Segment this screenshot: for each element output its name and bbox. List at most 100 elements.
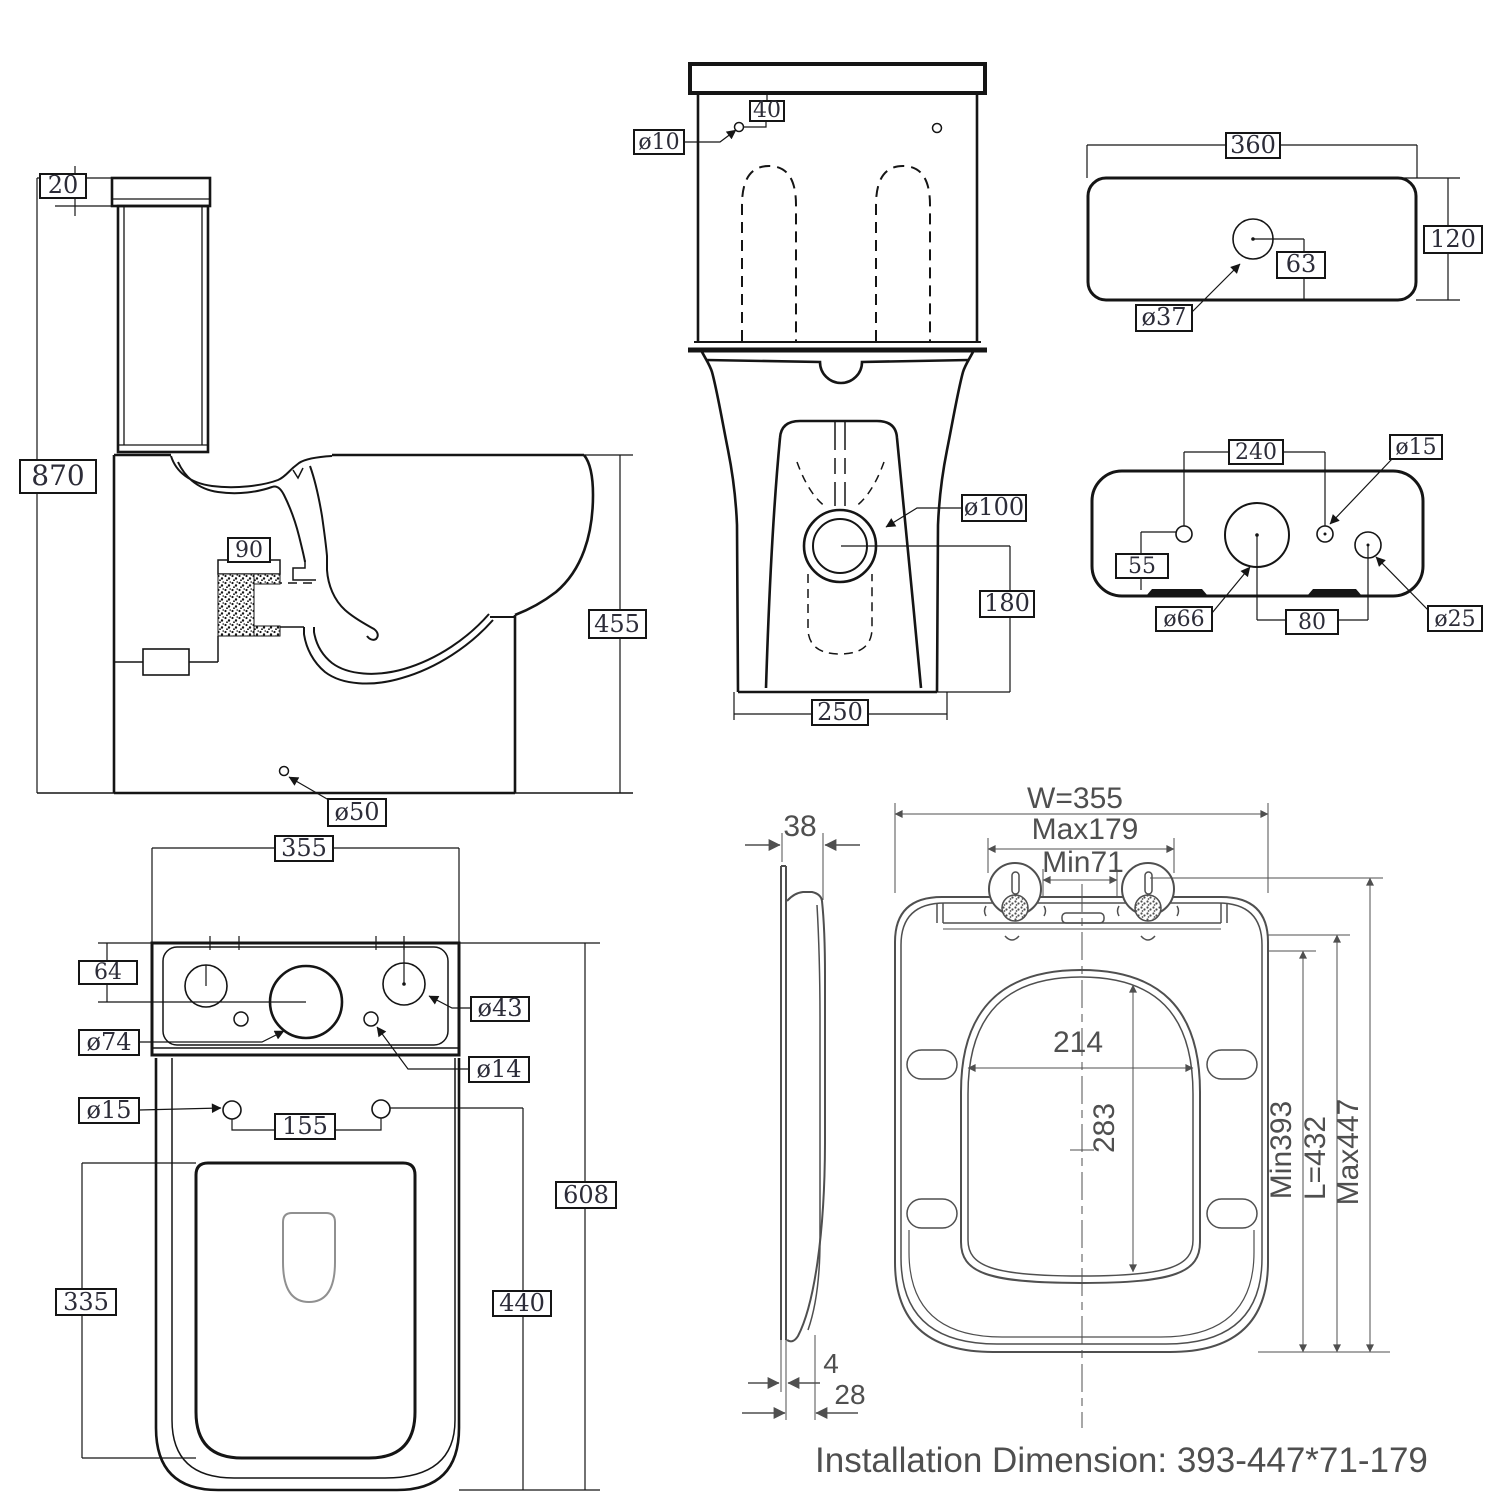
dim-360-box: [1225, 132, 1281, 159]
cistern-lid-front: [688, 62, 987, 95]
dim-15-box: [1389, 434, 1443, 460]
fixing-lug: [142, 648, 190, 676]
float-guide-left: [741, 164, 797, 341]
lid-fixing-hole-right: [931, 122, 943, 134]
dim-43-label: ø43: [478, 994, 523, 1022]
bumper-top-left: [906, 1049, 958, 1080]
dim-80-box: [1285, 609, 1339, 635]
dim-64-label: 64: [94, 960, 122, 985]
dim-440-label: 440: [499, 1289, 545, 1317]
water-spot: [282, 1212, 336, 1304]
seat-view: 38 4 28: [742, 782, 1390, 1428]
drain-hole: [278, 765, 290, 777]
seat-side-profile: 38 4 28: [742, 810, 866, 1420]
dim-min393-label: Min393: [1265, 1101, 1298, 1199]
dim-283-label: 283: [1088, 1103, 1121, 1153]
dim-55-box: [1115, 553, 1169, 579]
dim-37-box: [1135, 304, 1193, 332]
dim-14-box: [468, 1056, 530, 1083]
dim-40-label: 40: [753, 98, 781, 123]
dim-240-label: 240: [1235, 440, 1277, 465]
hinge-screw-right: [1134, 894, 1162, 922]
dim-50-label: ø50: [335, 798, 380, 826]
cistern-underside-view: 240 ø15 55 ø66 80 ø25: [1090, 434, 1483, 635]
dim-335-box: [55, 1288, 117, 1316]
hole-small-left: [1175, 525, 1193, 543]
dim-20-label: 20: [48, 171, 79, 199]
dim-14-label: ø14: [477, 1055, 522, 1083]
dim-20-box: [39, 173, 87, 199]
front-view: 40 ø10 ø100 180 250: [633, 62, 1035, 726]
dim-15b-label: ø15: [87, 1096, 132, 1124]
pedestal-outline: [699, 349, 976, 694]
dim-74-box: [78, 1029, 140, 1056]
bumper-bottom-right: [1206, 1198, 1258, 1229]
bumper-bottom-left: [906, 1198, 958, 1229]
dim-120-label: 120: [1430, 225, 1476, 253]
dim-608-label: 608: [563, 1181, 609, 1209]
small-hole-left: [233, 1011, 249, 1027]
seat-opening-inner: [967, 976, 1194, 1277]
dim-50-box: [327, 798, 387, 827]
dim-90-label: 90: [235, 538, 263, 563]
dim-74-label: ø74: [87, 1028, 132, 1056]
seat-opening-outer: [960, 968, 1201, 1285]
dim-15-label: ø15: [1395, 435, 1436, 460]
dim-15b-box: [78, 1097, 140, 1124]
dim-455-box: [588, 609, 647, 639]
dim-870-box: [19, 459, 97, 494]
dim-w355-label: W=355: [1027, 782, 1123, 815]
bumper-top-right: [1206, 1049, 1258, 1080]
dim-63-label: 63: [1286, 250, 1317, 278]
bowl-interior-front: [796, 421, 885, 655]
dim-155-label: 155: [282, 1112, 328, 1140]
cistern-lid-side: [110, 176, 212, 208]
installation-dimension-note: Installation Dimension: 393-447*71-179: [815, 1441, 1428, 1480]
bowl-outline-plan: [154, 1058, 461, 1492]
small-hole-right: [363, 1011, 379, 1027]
foot-pad-right: [1307, 589, 1362, 596]
dim-100-box: [961, 494, 1027, 522]
dim-66-label: ø66: [1163, 607, 1204, 632]
cistern-tank-side: [116, 204, 210, 454]
dim-55-label: 55: [1128, 554, 1156, 579]
dim-64-box: [78, 960, 138, 985]
dim-214-label: 214: [1053, 1026, 1103, 1059]
dim-360-label: 360: [1230, 131, 1276, 159]
dim-90-box: [227, 537, 271, 563]
seat-outline-inner: [900, 902, 1263, 1345]
dim-43-box: [470, 996, 530, 1022]
dim-100-label: ø100: [964, 493, 1024, 521]
seat-outline-outer: [894, 896, 1269, 1353]
dim-max179-label: Max179: [1032, 813, 1139, 846]
float-guide-right: [875, 164, 931, 341]
dim-608-box: [555, 1181, 617, 1209]
dim-28-label: 28: [834, 1379, 865, 1410]
dim-180-label: 180: [984, 589, 1030, 617]
side-section-view: 20 870 90 455 ø50: [19, 166, 647, 827]
dim-min71-label: Min71: [1042, 846, 1124, 879]
dim-120-box: [1423, 225, 1483, 254]
lid-fixing-hole-left: [733, 121, 745, 133]
seat-bolt-hole-right: [371, 1099, 391, 1119]
dim-155-box: [274, 1113, 336, 1140]
dim-870-label: 870: [31, 459, 84, 492]
dim-440-box: [492, 1290, 552, 1317]
dim-max447-label: Max447: [1332, 1099, 1365, 1206]
foot-pad-left: [1146, 589, 1208, 596]
dim-38-label: 38: [783, 810, 816, 843]
dim-250-label: 250: [817, 698, 863, 726]
dim-250-box: [811, 699, 869, 726]
lid-top-view: 360 120 63 ø37: [1086, 131, 1483, 332]
dim-355-label: 355: [281, 834, 327, 862]
outlet-hatch-block: [217, 550, 281, 637]
hinge-bridge: [1061, 912, 1105, 924]
dim-25-label: ø25: [1434, 607, 1475, 632]
dim-80-label: 80: [1298, 610, 1326, 635]
dim-37-label: ø37: [1142, 303, 1187, 331]
dim-355-box: [274, 835, 334, 862]
tank-outline-plan: [150, 941, 461, 1057]
dim-40-box: [749, 100, 785, 122]
seat-bolt-hole-left: [222, 1100, 242, 1120]
